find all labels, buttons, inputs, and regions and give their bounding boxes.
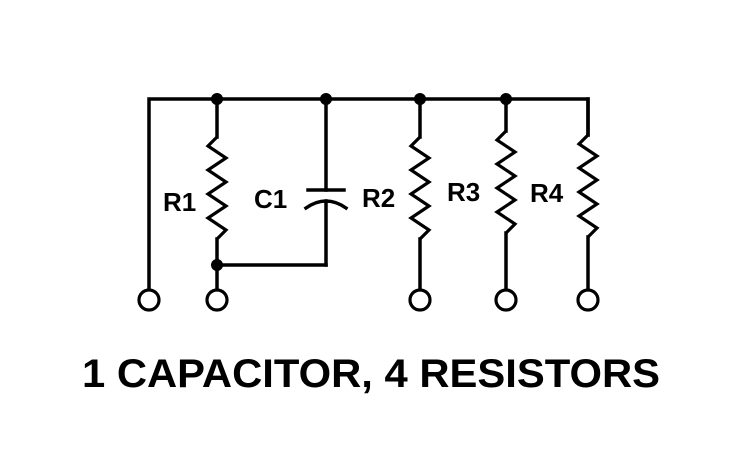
r1-label: R1 <box>163 187 196 217</box>
terminal-5 <box>576 288 600 312</box>
junction-dots <box>211 93 512 271</box>
terminal-4 <box>494 288 518 312</box>
diagram-caption: 1 CAPACITOR, 4 RESISTORS <box>82 352 660 396</box>
r1-resistor-symbol <box>205 135 229 241</box>
terminals <box>137 288 600 312</box>
junction-dot <box>414 93 426 105</box>
r4-label: R4 <box>530 178 564 208</box>
r3-label: R3 <box>447 177 480 207</box>
junction-dot <box>211 259 223 271</box>
terminal-2 <box>205 288 229 312</box>
r2-resistor-symbol <box>408 135 432 241</box>
junction-dot <box>500 93 512 105</box>
junction-dot <box>211 93 223 105</box>
r3-resistor-symbol <box>494 129 518 235</box>
r2-label: R2 <box>362 183 395 213</box>
terminal-3 <box>408 288 432 312</box>
r4-resistor-symbol <box>576 133 600 239</box>
junction-dot <box>320 93 332 105</box>
terminal-1 <box>137 288 161 312</box>
c1-label: C1 <box>254 184 287 214</box>
